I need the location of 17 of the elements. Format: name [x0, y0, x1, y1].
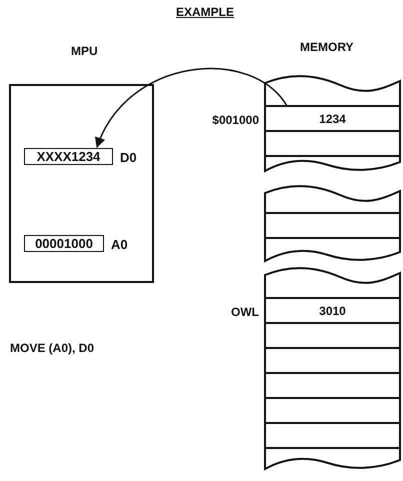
- cell-value: 3010: [319, 304, 346, 318]
- register-name: D0: [120, 150, 137, 165]
- empty-memory-cell: [265, 130, 400, 157]
- processor-heading: MPU: [71, 44, 98, 58]
- empty-memory-cell: [265, 422, 400, 449]
- address-label: OWL: [231, 305, 259, 319]
- register-value: 00001000: [35, 236, 93, 251]
- register-name: A0: [111, 237, 128, 252]
- curved-arrow: [96, 68, 288, 148]
- instruction-text: MOVE (A0), D0: [10, 341, 94, 355]
- empty-memory-cell: [265, 212, 400, 239]
- cell-value: 1234: [319, 112, 346, 126]
- address-label: $001000: [212, 113, 259, 127]
- diagram-title: EXAMPLE: [176, 5, 234, 19]
- memory-block: [265, 186, 400, 264]
- column-heading: MEMORY: [300, 40, 354, 54]
- register-value: XXXX1234: [36, 149, 100, 164]
